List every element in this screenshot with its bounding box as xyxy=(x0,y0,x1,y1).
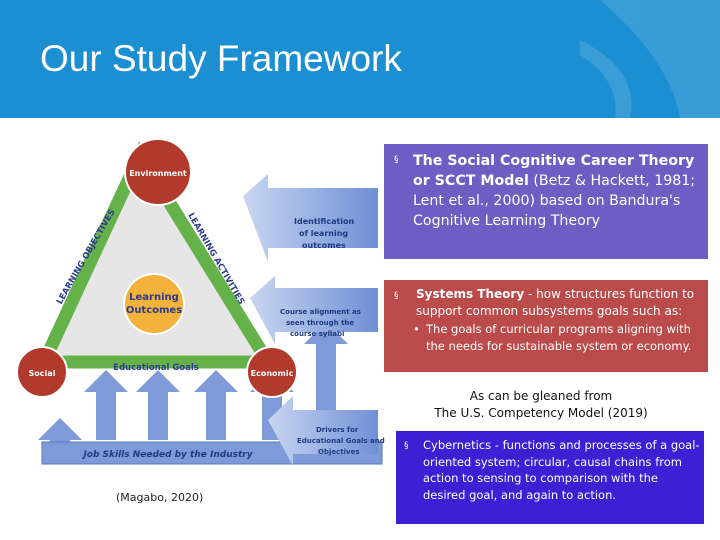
title-banner: Our Study Framework xyxy=(0,0,720,118)
center-label: Learning xyxy=(129,292,179,303)
logo-icon xyxy=(580,0,720,118)
image-credit: (Magabo, 2020) xyxy=(116,491,204,504)
center-node xyxy=(123,273,185,335)
economic-label: Economic xyxy=(251,369,294,378)
sct-theory-description: (Betz & Hackett, 1981; Lent et al., 2000… xyxy=(413,173,696,229)
arrow-label: Educational Goals and xyxy=(297,437,385,445)
up-arrow-icon xyxy=(194,370,238,440)
economic-node xyxy=(246,346,298,398)
environment-node xyxy=(124,138,192,206)
systems-theory-text: Systems Theory - how structures function… xyxy=(416,286,706,320)
competency-line-2: The U.S. Competency Model (2019) xyxy=(434,406,648,420)
bullet-icon: § xyxy=(394,291,399,301)
sct-theory-box: § The Social Cognitive Career Theory or … xyxy=(384,144,708,259)
systems-theory-subpoint: • The goals of curricular programs align… xyxy=(413,321,696,355)
industry-base-label: Job Skills Needed by the Industry xyxy=(81,450,253,460)
competency-line-1: As can be gleaned from xyxy=(469,389,613,403)
learning-triangle xyxy=(33,141,280,369)
bullet-icon: § xyxy=(404,441,409,451)
arrow-label: of learning xyxy=(299,229,348,238)
systems-theory-description: - how structures function to support com… xyxy=(416,287,695,318)
slide-title: Our Study Framework xyxy=(40,38,402,79)
arrow-label: Course alignment as xyxy=(280,308,361,316)
arrow-label: Drivers for xyxy=(316,426,359,434)
cybernetics-text: Cybernetics - functions and processes of… xyxy=(423,438,700,502)
bullet-icon: § xyxy=(394,155,399,165)
competency-model-note: As can be gleaned from The U.S. Competen… xyxy=(412,388,670,422)
framework-diagram: Job Skills Needed by the Industry Identi… xyxy=(18,138,385,466)
arrow-label: seen through the xyxy=(286,319,354,327)
side-arrow-1: Identification of learning outcomes xyxy=(243,174,378,262)
sct-theory-title: The Social Cognitive Career Theory or SC… xyxy=(413,153,695,189)
arrow-label: course syllabi xyxy=(290,330,344,338)
systems-theory-title: Systems Theory xyxy=(416,287,525,301)
systems-subpoint-text: The goals of curricular programs alignin… xyxy=(426,322,692,353)
social-label: Social xyxy=(29,369,56,378)
up-arrow-icon xyxy=(38,418,82,450)
sct-theory-text: The Social Cognitive Career Theory or SC… xyxy=(413,151,703,231)
arrow-label: Identification xyxy=(294,217,355,226)
arrow-label: outcomes xyxy=(302,241,346,250)
up-arrow-icon xyxy=(304,322,348,440)
environment-label: Environment xyxy=(129,169,187,178)
systems-theory-box: § Systems Theory - how structures functi… xyxy=(384,280,708,372)
side-arrow-2: Course alignment as seen through the cou… xyxy=(250,276,378,344)
arrow-label: Objectives xyxy=(318,448,359,456)
up-arrow-icon xyxy=(84,370,128,440)
up-arrow-icon xyxy=(136,370,180,440)
cybernetics-box: § Cybernetics - functions and processes … xyxy=(396,431,704,524)
side-arrow-3: Drivers for Educational Goals and Object… xyxy=(268,396,385,466)
sub-bullet-icon: • xyxy=(413,322,420,336)
side-label-bottom: Educational Goals xyxy=(113,363,199,373)
social-node xyxy=(18,346,68,398)
center-label: Outcomes xyxy=(126,305,182,316)
